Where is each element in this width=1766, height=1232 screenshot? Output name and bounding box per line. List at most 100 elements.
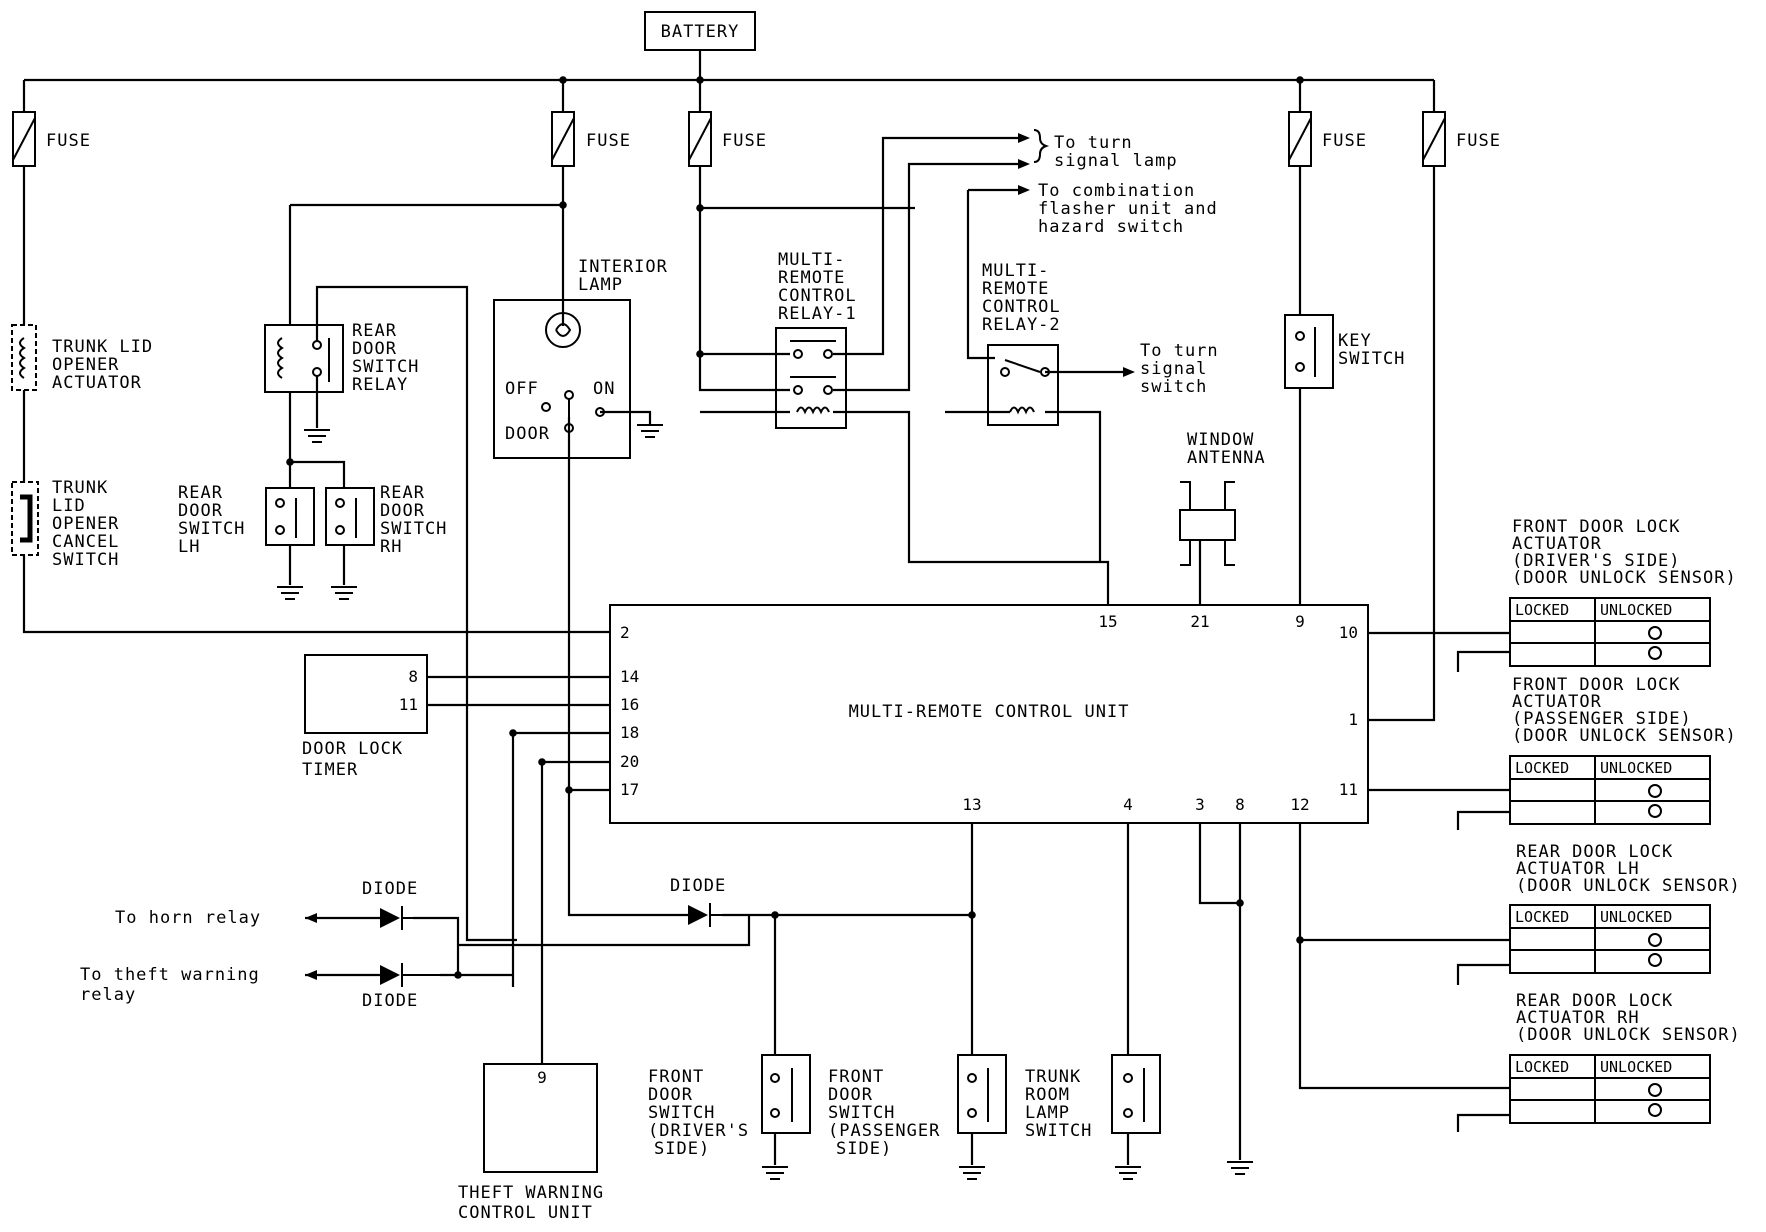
actuator-rear-rh-label-line-1: REAR DOOR LOCK [1516,991,1673,1011]
actuator-front-driver-label-line-3: (DRIVER'S SIDE) [1512,551,1681,571]
locked-label: LOCKED [1515,1058,1569,1076]
locked-label: LOCKED [1515,759,1569,777]
window-antenna-line-1: WINDOW [1187,430,1254,450]
door-lock-timer: 8 11 DOOR LOCK TIMER [302,654,428,780]
ground-symbol [304,429,330,443]
to-turn-switch-line-3: switch [1140,377,1207,397]
trunk-actuator-line-2: OPENER [52,355,119,375]
rear-sw-lh-line-1: REAR [178,483,223,503]
rear-sw-lh-line-4: LH [178,537,200,557]
diode-1-label: DIODE [362,879,418,899]
fuse-5: FUSE [1422,111,1501,167]
fuse-3-label: FUSE [722,131,767,151]
trunk-actuator-line-3: ACTUATOR [52,373,142,393]
pin-21: 21 [1190,612,1209,631]
pin-17: 17 [620,780,639,799]
fuse-5-label: FUSE [1456,131,1501,151]
pin-18: 18 [620,723,639,742]
interior-lamp-line-1: INTERIOR [578,257,668,277]
rear-relay-line-4: RELAY [352,375,408,395]
diode-2-label: DIODE [362,991,418,1011]
svg-text:OPENER: OPENER [52,355,119,375]
unlocked-label: UNLOCKED [1600,908,1672,926]
actuator-front-passenger-label-line-3: (PASSENGER SIDE) [1512,709,1692,729]
front-sw-driver-line-2: DOOR [648,1085,693,1105]
locked-label: LOCKED [1515,601,1569,619]
relay1-line-3: CONTROL [778,286,857,306]
pin-12: 12 [1290,795,1309,814]
interior-lamp-line-2: LAMP [578,275,623,295]
pin-4: 4 [1123,795,1133,814]
control-unit-label: MULTI-REMOTE CONTROL UNIT [849,702,1130,722]
ground-symbol-lamp [637,424,663,438]
pin-10: 10 [1339,623,1358,642]
actuator-rear-rh-label-line-3: (DOOR UNLOCK SENSOR) [1516,1025,1741,1045]
locked-label: LOCKED [1515,908,1569,926]
theft-warning-control-unit: 9 THEFT WARNING CONTROL UNIT [458,1063,603,1223]
timer-pin-8: 8 [408,667,418,686]
pin-15: 15 [1098,612,1117,631]
theft-unit-line-2: CONTROL UNIT [458,1203,593,1223]
relay2-line-1: MULTI- [982,261,1049,281]
multi-remote-control-relay-1: MULTI- REMOTE CONTROL RELAY-1 [775,250,857,429]
rear-door-switch-rh: REAR DOOR SWITCH RH [325,483,446,557]
rear-door-switch-lh: REAR DOOR SWITCH LH [178,483,315,557]
pin-13: 13 [962,795,981,814]
actuator-front-passenger: LOCKED UNLOCKED FRONT DOOR LOCKACTUATOR(PA… [1509,675,1737,825]
trunk-cancel-line-1: TRUNK [52,478,108,498]
unlocked-label: UNLOCKED [1600,601,1672,619]
door-lock-timer-line-1: DOOR LOCK [302,739,403,759]
trunk-cancel-line-4: CANCEL [52,532,119,552]
relay1-line-1: MULTI- [778,250,845,270]
to-theft-line-2: relay [80,985,136,1005]
fuse-2-label: FUSE [586,131,631,151]
key-switch-line-1: KEY [1338,331,1372,351]
front-sw-driver-line-5: SIDE) [654,1139,710,1159]
actuator-front-driver-label-line-4: (DOOR UNLOCK SENSOR) [1512,568,1737,588]
fuse-2: FUSE [551,111,631,167]
front-sw-pass-line-3: SWITCH [828,1103,895,1123]
front-sw-driver-line-4: (DRIVER'S [648,1121,749,1141]
rear-sw-lh-line-2: DOOR [178,501,223,521]
front-sw-pass-line-4: (PASSENGER [828,1121,940,1141]
actuator-front-passenger-label-line-1: FRONT DOOR LOCK [1512,675,1681,695]
trunk-actuator-line-1: TRUNK LID [52,337,153,357]
lamp-on-label: ON [593,379,615,399]
battery-label: BATTERY [661,22,740,42]
key-switch-line-2: SWITCH [1338,349,1405,369]
window-antenna: WINDOW ANTENNA [1179,430,1266,566]
to-horn-label: To horn relay [115,908,261,928]
front-sw-pass-line-1: FRONT [828,1067,884,1087]
actuator-rear-lh-label-line-1: REAR DOOR LOCK [1516,842,1673,862]
actuator-front-driver: LOCKED UNLOCKED FRONT DOOR LOCKACTUATOR(DR… [1509,517,1737,667]
front-sw-pass-line-2: DOOR [828,1085,873,1105]
actuator-front-passenger-label-line-2: ACTUATOR [1512,692,1602,712]
to-turn-lamp-line-1: To turn [1054,133,1133,153]
unlocked-label: UNLOCKED [1600,1058,1672,1076]
pin-14: 14 [620,667,639,686]
unlocked-label: UNLOCKED [1600,759,1672,777]
lamp-off-label: OFF [505,379,539,399]
trunk-cancel-line-5: SWITCH [52,550,119,570]
pin-9: 9 [1295,612,1305,631]
door-lock-timer-line-2: TIMER [302,760,358,780]
actuator-front-driver-label-line-1: FRONT DOOR LOCK [1512,517,1681,537]
to-theft-line-1: To theft warning [80,965,260,985]
multi-remote-control-relay-2: MULTI- REMOTE CONTROL RELAY-2 [982,261,1060,426]
timer-pin-11: 11 [399,695,418,714]
output-notes: To turn signal lamp To combination flash… [1018,129,1219,397]
ground-symbols-rear-switches [277,586,357,600]
to-combination-line-1: To combination [1038,181,1195,201]
window-antenna-line-2: ANTENNA [1187,448,1266,468]
trunk-lid-opener-actuator: TRUNK LID OPENER ACTUATOR [11,324,153,393]
interior-lamp: INTERIOR LAMP OFF ON DOOR [493,257,668,459]
to-turn-switch-line-1: To turn [1140,341,1219,361]
to-combination-line-3: hazard switch [1038,217,1184,237]
actuator-front-driver-label-line-2: ACTUATOR [1512,534,1602,554]
actuator-front-passenger-label-line-4: (DOOR UNLOCK SENSOR) [1512,726,1737,746]
front-sw-driver-line-3: SWITCH [648,1103,715,1123]
front-door-switch-driver: FRONT DOOR SWITCH (DRIVER'S SIDE) [648,1054,811,1159]
pin-2: 2 [620,623,630,642]
